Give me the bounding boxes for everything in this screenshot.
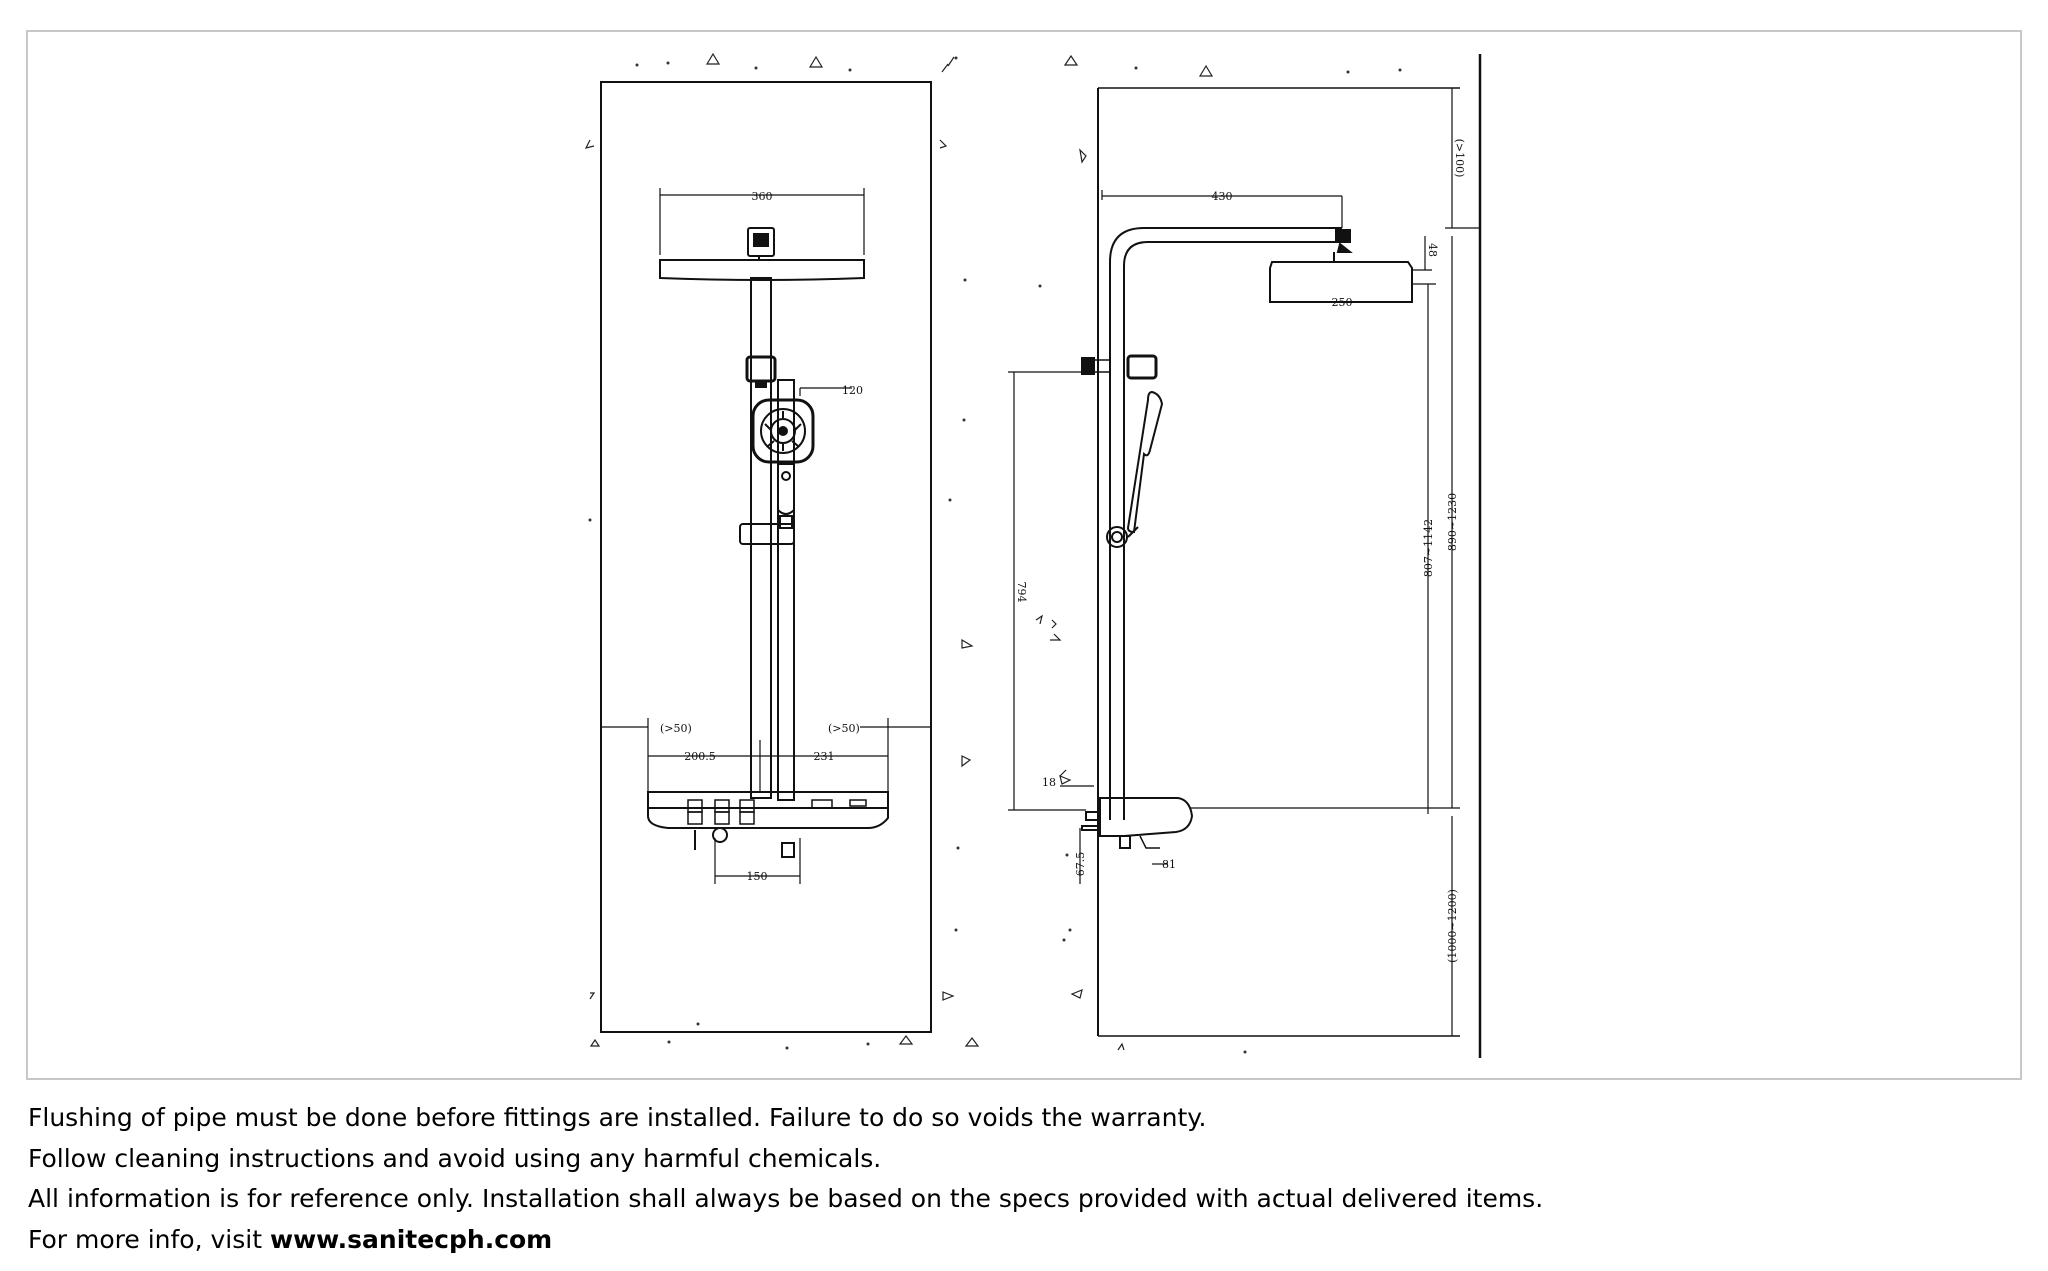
dim-install-height: (1000~1200) bbox=[1446, 889, 1459, 963]
dim-outlet-spacing: 150 bbox=[747, 870, 768, 883]
side-view bbox=[1008, 54, 1482, 1058]
dim-arm-length: 430 bbox=[1212, 190, 1233, 203]
front-shower-head bbox=[659, 227, 865, 281]
side-handshower bbox=[1106, 390, 1164, 820]
website-link[interactable]: www.sanitecph.com bbox=[269, 1224, 553, 1254]
front-rail bbox=[745, 277, 795, 801]
technical-drawing: 360 120 (>50) (>50) 200.5 231 150 bbox=[584, 52, 1482, 1058]
dim-head-height: 48 bbox=[1426, 243, 1439, 257]
dim-right-width: 231 bbox=[814, 750, 835, 763]
front-dimension-lines bbox=[601, 188, 930, 884]
dim-head-depth: 250 bbox=[1332, 296, 1353, 309]
note-flushing: Flushing of pipe must be done before fit… bbox=[28, 1103, 1207, 1132]
front-view bbox=[600, 81, 932, 1033]
dim-handshower-offset: 120 bbox=[842, 384, 863, 397]
dim-adjust-range: 807~1142 bbox=[1422, 519, 1435, 577]
dim-left-clearance: (>50) bbox=[660, 722, 692, 735]
drawing-frame bbox=[26, 30, 2022, 1080]
front-mixer bbox=[647, 791, 889, 858]
dim-ceiling-clearance: (>100) bbox=[1453, 139, 1466, 178]
dim-head-width: 360 bbox=[752, 190, 773, 203]
dim-outlet-depth: 81 bbox=[1162, 858, 1176, 871]
wall-hatching bbox=[584, 52, 1214, 1051]
note-cleaning: Follow cleaning instructions and avoid u… bbox=[28, 1143, 882, 1173]
side-dimension-texts: 430 250 (>100) 48 807~1142 890~1230 794 … bbox=[1015, 139, 1466, 963]
note-reference: All information is for reference only. I… bbox=[28, 1184, 1544, 1213]
side-mixer bbox=[1081, 797, 1194, 849]
dim-mixer-height: 67.5 bbox=[1074, 852, 1087, 877]
front-wall-outline bbox=[600, 81, 932, 1033]
dim-left-width: 200.5 bbox=[684, 750, 716, 763]
note-more-info-label: For more info, visit bbox=[28, 1224, 270, 1254]
dim-right-clearance: (>50) bbox=[828, 722, 860, 735]
note-more-info: For more info, visit www.sanitecph.com bbox=[28, 1220, 2018, 1261]
front-dimension-texts: 360 120 (>50) (>50) 200.5 231 150 bbox=[660, 190, 863, 883]
side-dimension-lines bbox=[1008, 88, 1480, 1036]
side-shower-column bbox=[1081, 227, 1351, 820]
dim-mixer-offset: 18 bbox=[1042, 776, 1056, 789]
front-handshower bbox=[739, 398, 815, 545]
dim-column-height: 890~1230 bbox=[1446, 493, 1459, 551]
installation-notes: Flushing of pipe must be done before fit… bbox=[28, 1098, 2018, 1260]
dim-bracket-height: 794 bbox=[1015, 582, 1028, 603]
side-shower-head bbox=[1269, 242, 1413, 303]
